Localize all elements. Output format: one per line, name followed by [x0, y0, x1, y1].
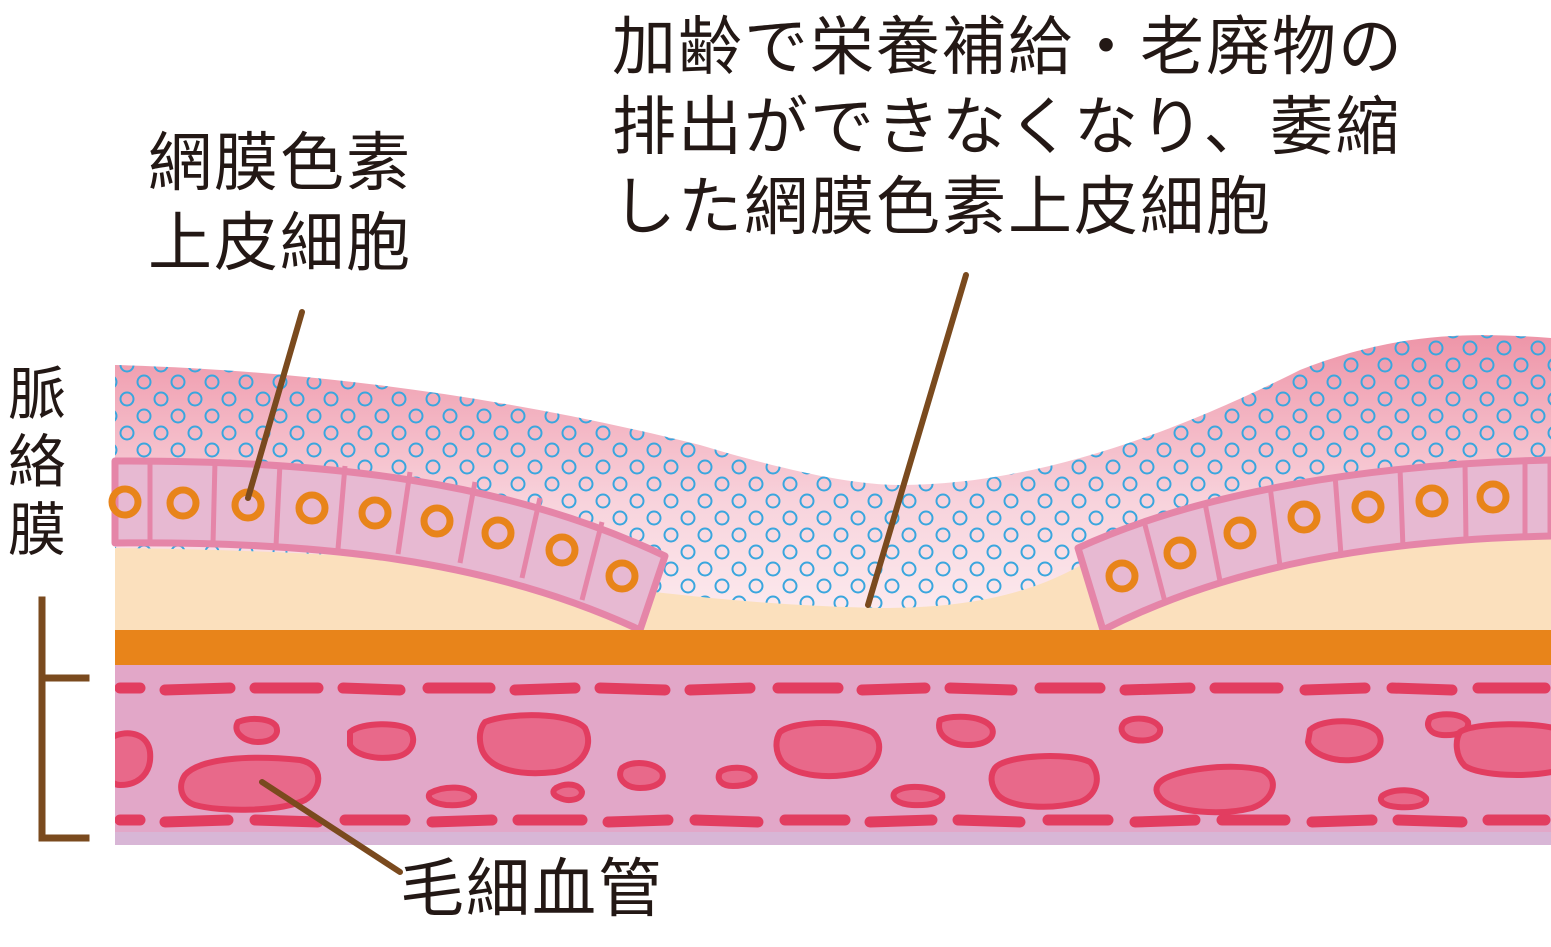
rpe-leader-line [245, 309, 305, 501]
choroid-label-char1: 脈 [8, 360, 69, 428]
capillary-label: 毛細血管 [400, 853, 664, 927]
rpe-label-line1: 網膜色素 [148, 127, 412, 201]
choroid-layer [115, 665, 1551, 845]
atrophy-label: 加齢で栄養補給・老廃物の 排出ができなくなり、萎縮 した網膜色素上皮細胞 [612, 8, 1404, 248]
bruch-membrane-band [115, 630, 1551, 665]
rpe-label-line2: 上皮細胞 [148, 207, 412, 281]
choroid-label-char3: 膜 [8, 496, 69, 564]
atrophy-label-line1: 加齢で栄養補給・老廃物の [612, 11, 1404, 85]
choroid-label-char2: 絡 [8, 428, 69, 496]
atrophy-leader-line [865, 272, 969, 608]
atrophy-label-line3: した網膜色素上皮細胞 [612, 171, 1272, 245]
choroid-bracket [38, 596, 90, 842]
atrophy-label-line2: 排出ができなくなり、萎縮 [612, 91, 1402, 165]
rpe-cells-right [1074, 456, 1551, 634]
capillary-leader-line [259, 779, 403, 875]
rpe-label: 網膜色素 上皮細胞 [148, 124, 412, 284]
choroid-label: 脈 絡 膜 [8, 360, 68, 564]
leader-lines [245, 272, 969, 875]
